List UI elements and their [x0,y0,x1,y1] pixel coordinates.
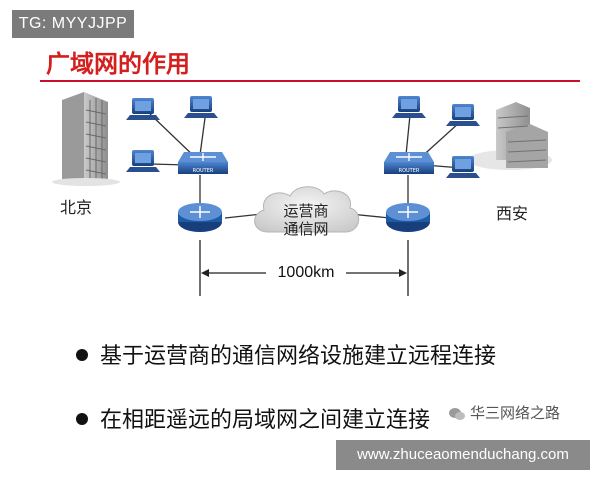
distance-label: 1000km [268,264,344,282]
bullet-item: 在相距遥远的局域网之间建立连接 [76,402,430,434]
computer-icon [126,150,160,172]
title-divider [40,80,580,82]
tg-badge: TG: MYYJJPP [12,10,134,38]
city-label-beijing: 北京 [60,198,93,217]
slide-title: 广域网的作用 [46,50,190,78]
computer-icon [392,96,426,118]
switch-label: ROUTER [193,168,214,174]
switch-icon-beijing: ROUTER [178,152,228,174]
city-label-xian: 西安 [496,204,529,223]
switch-label: ROUTER [399,168,420,174]
distance-dimension [199,240,409,296]
computer-icon [446,156,480,178]
cloud-label-line1: 运营商 [283,202,329,220]
computer-icon [126,98,160,120]
building-icon-beijing [52,92,120,186]
bullet-dot-icon [76,413,88,425]
switch-icon-xian: ROUTER [384,152,434,174]
watermark: 华三网络之路 [448,402,560,423]
bullet-text: 在相距遥远的局域网之间建立连接 [100,408,431,433]
watermark-text: 华三网络之路 [470,404,561,422]
computer-icon [184,96,218,118]
router-icon-xian [386,203,430,232]
bullet-item: 基于运营商的通信网络设施建立远程连接 [76,338,496,370]
cloud-label-line2: 通信网 [283,220,329,238]
bullet-dot-icon [76,349,88,361]
building-icon-xian [468,102,552,170]
carrier-network-cloud [254,186,360,233]
computer-icon [446,104,480,126]
url-banner: www.zhuceaomenduchang.com [336,440,590,470]
wechat-icon [449,407,465,420]
router-icon-beijing [178,203,222,232]
bullet-text: 基于运营商的通信网络设施建立远程连接 [100,344,497,369]
cloud-label: 运营商 通信网 [270,202,342,238]
connection-lines [149,113,463,219]
